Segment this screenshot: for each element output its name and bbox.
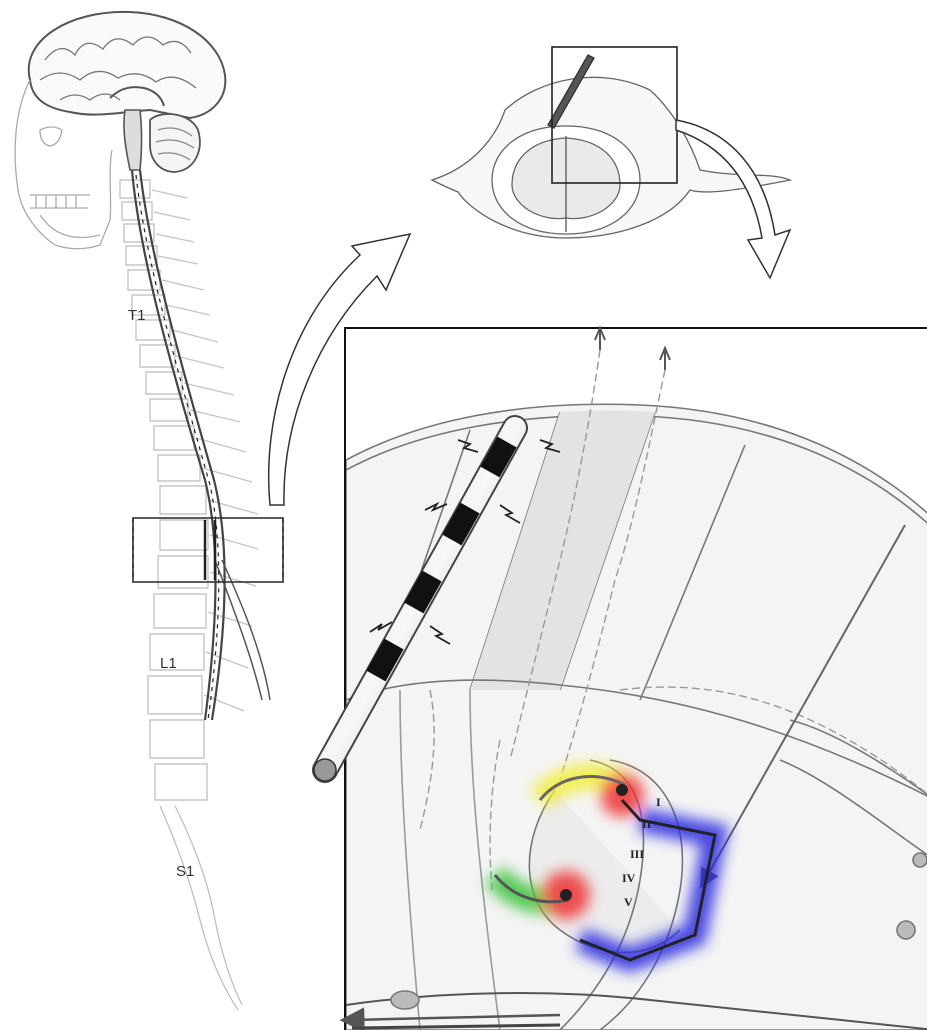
lamina-label-5: V	[624, 895, 633, 909]
brain-outline	[29, 12, 226, 118]
lamina-label-2: II	[642, 817, 652, 831]
magnified-view: I II III IV V	[345, 328, 927, 1030]
lamina-label-3: III	[630, 847, 644, 861]
curved-arrow-down	[676, 120, 790, 278]
spinal-cord	[132, 170, 216, 720]
implanted-lead	[136, 175, 219, 720]
cross-section	[432, 55, 790, 238]
lamina-label-1: I	[656, 795, 661, 809]
cerebellum	[150, 114, 200, 172]
skeleton-figure	[15, 12, 283, 1010]
vertebra-label-l1: L1	[160, 655, 177, 672]
lamina-label-4: IV	[622, 871, 636, 885]
vertebra-label-t1: T1	[128, 307, 146, 324]
vertebra-label-s1: S1	[176, 863, 194, 880]
